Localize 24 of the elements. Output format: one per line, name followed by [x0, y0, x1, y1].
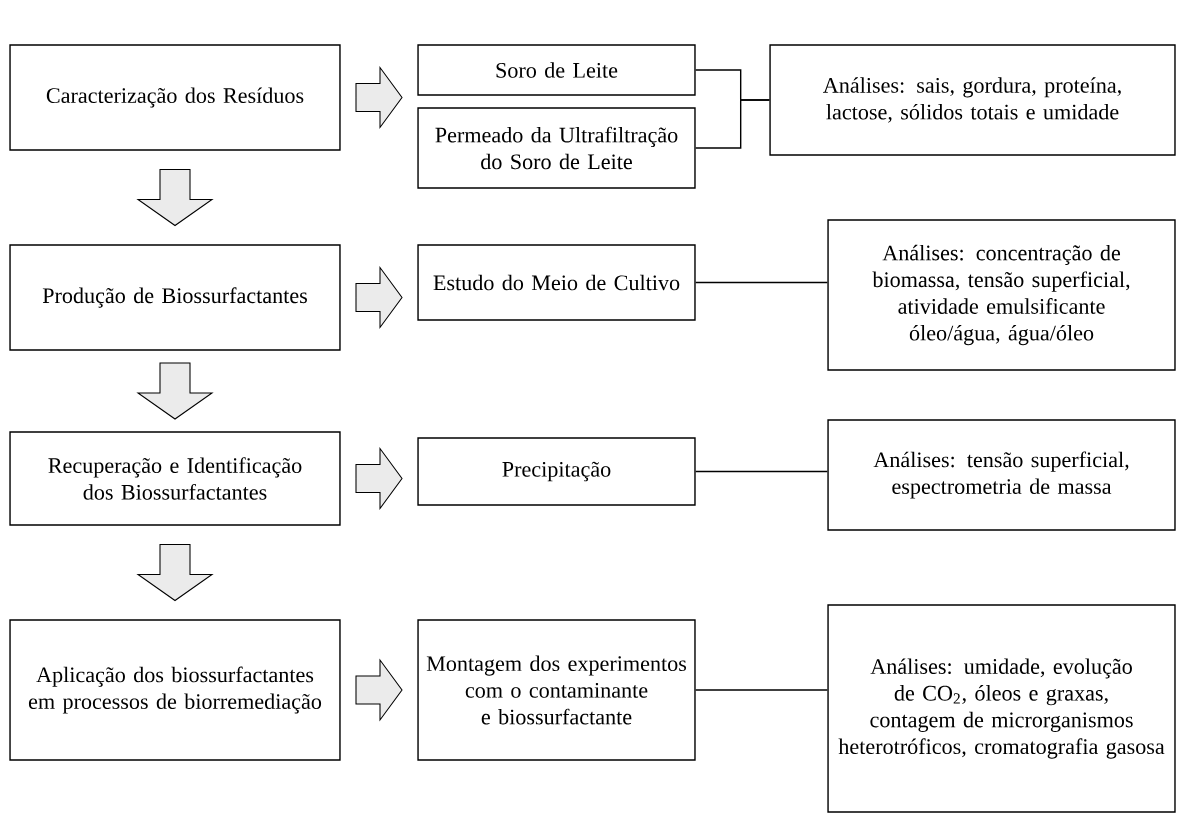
connector-line — [695, 99, 771, 149]
block-arrow — [136, 362, 214, 420]
analysis-box: Análises: sais, gordura, proteína, lactose, sólidos totais e umidade — [769, 44, 1176, 156]
process-box: Permeado da Ultrafiltração do Soro de Leite — [417, 107, 696, 189]
block-arrow — [355, 446, 403, 511]
block-arrow — [136, 168, 214, 227]
process-box: Aplicação dos biossurfactantes em processos de biorremediação — [9, 619, 341, 761]
block-arrow — [355, 65, 403, 130]
process-box: Precipitação — [417, 437, 696, 506]
process-box: Produção de Biossurfactantes — [9, 244, 341, 351]
process-box: Soro de Leite — [417, 44, 696, 96]
process-box: Caracterização dos Resíduos — [9, 44, 341, 151]
analysis-box: Análises: umidade, evolução de CO$_{2}$, óleos e graxas, contagem de microrganismos heterotróficos, cromatografia gasosa — [827, 604, 1176, 813]
process-box: Recuperação e Identificação dos Biossurfactantes — [9, 431, 341, 526]
block-arrow — [136, 544, 214, 602]
process-box: Montagem dos experimentos com o contaminante e biossurfactante — [417, 619, 696, 761]
process-box: Estudo do Meio de Cultivo — [417, 244, 696, 321]
analysis-box: Análises: tensão superficial, espectrometria de massa — [827, 419, 1176, 531]
connector-line — [695, 689, 829, 691]
connector-line — [695, 470, 829, 473]
block-arrow — [355, 658, 403, 722]
connector-line — [695, 281, 829, 284]
analysis-box: Análises: concentração de biomassa, tensão superficial, atividade emulsificante óleo/água, água/óleo — [827, 219, 1176, 371]
block-arrow — [355, 265, 403, 330]
